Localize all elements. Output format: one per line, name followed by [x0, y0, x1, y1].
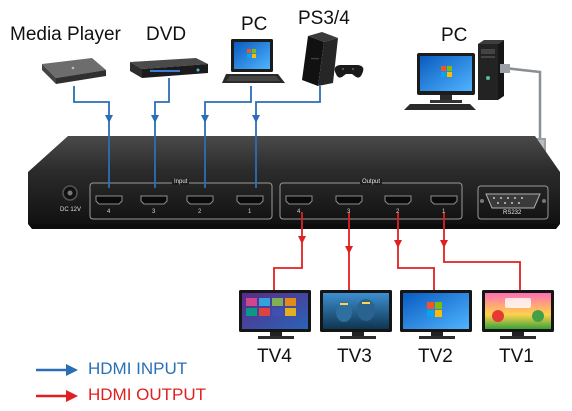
tv-label-tv1: TV1: [499, 346, 534, 367]
legend-input-arrow: [36, 364, 78, 376]
dvd-player-icon: [130, 58, 208, 78]
source-label-ps: PS3/4: [298, 8, 350, 29]
input-port-number: 2: [198, 209, 202, 215]
output-port-number: 1: [442, 209, 446, 215]
output-port-number: 2: [396, 209, 400, 215]
hdmi-input-ports: [95, 195, 264, 205]
source-label-media-player: Media Player: [10, 24, 121, 45]
tv4-icon: [239, 290, 311, 339]
tv3-icon: [320, 290, 392, 339]
tv2-icon: [400, 290, 472, 339]
tv-label-tv4: TV4: [257, 346, 292, 367]
source-label-pc: PC: [241, 14, 268, 35]
tv-label-tv2: TV2: [418, 346, 453, 367]
hdmi-matrix-device: [28, 136, 560, 229]
rs232-port-label: RS232: [503, 210, 522, 216]
output-panel-label: Output: [360, 179, 383, 185]
hdmi-output-ports: [285, 195, 458, 205]
desktop-pc-icon: [404, 40, 504, 110]
laptop-icon: [222, 39, 285, 83]
tv-label-tv3: TV3: [337, 346, 372, 367]
control-pc-label: PC: [441, 25, 468, 46]
input-panel-label: Input: [172, 179, 190, 185]
media-player-icon: [42, 58, 106, 84]
hdmi-input-lines: [73, 78, 321, 188]
legend-output-label: HDMI OUTPUT: [88, 385, 207, 404]
power-jack-label: DC 12V: [60, 207, 82, 213]
hdmi-output-arrows: [298, 236, 448, 254]
legend-output-arrow: [36, 390, 78, 402]
source-label-dvd: DVD: [146, 24, 187, 45]
legend-input-label: HDMI INPUT: [88, 359, 188, 378]
playstation-console-icon: [302, 32, 364, 86]
tv1-icon: [482, 290, 554, 339]
input-port-number: 4: [107, 209, 111, 215]
hdmi-input-arrows: [105, 115, 260, 123]
output-port-number: 4: [297, 209, 301, 215]
output-port-number: 3: [347, 209, 351, 215]
input-port-number: 1: [248, 209, 252, 215]
input-port-number: 3: [152, 209, 156, 215]
